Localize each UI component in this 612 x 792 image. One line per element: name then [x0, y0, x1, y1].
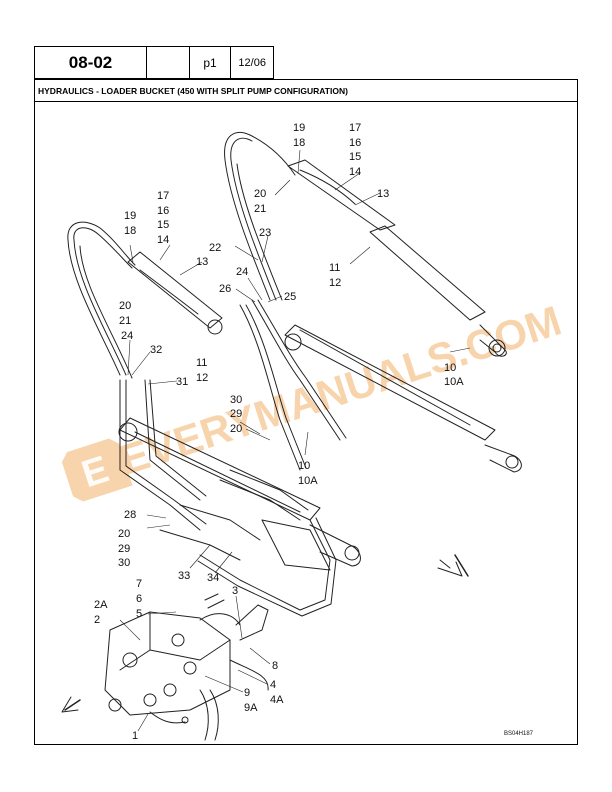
callout-label: 4 — [270, 679, 276, 691]
page-number: p1 — [190, 47, 232, 78]
callout-label: 23 — [259, 227, 271, 239]
callout-label: 21 — [254, 203, 266, 215]
callout-label: 14 — [349, 166, 361, 178]
callout-label: 22 — [209, 242, 221, 254]
callout-label: 20 — [254, 188, 266, 200]
callout-label: 32 — [150, 344, 162, 356]
callout-label: 10 — [444, 362, 456, 374]
callout-label: 10 — [298, 460, 310, 472]
callout-label: 16 — [349, 137, 361, 149]
callout-label: 15 — [349, 151, 361, 163]
section-number: 08-02 — [35, 47, 148, 78]
callout-label: 11 — [196, 357, 207, 369]
diagram-title: HYDRAULICS - LOADER BUCKET (450 WITH SPL… — [35, 80, 577, 102]
figure-reference: BS04H187 — [504, 731, 534, 737]
callout-label: 16 — [157, 205, 169, 217]
callout-labels: 19 18 17 16 15 14 13 20 21 17 16 15 14 1… — [94, 122, 464, 742]
callout-label: 15 — [157, 219, 169, 231]
callout-label: 20 — [119, 300, 131, 312]
callout-label: 9A — [244, 702, 258, 714]
callout-label: 14 — [157, 234, 169, 246]
callout-label: 2 — [94, 614, 100, 626]
callout-label: 30 — [230, 394, 242, 406]
callout-label: 19 — [124, 210, 136, 222]
watermark-text: EVERYMANUALS.COM — [114, 297, 566, 484]
callout-label: 18 — [293, 137, 305, 149]
callout-label: 5 — [136, 608, 142, 620]
callout-label: 28 — [124, 509, 136, 521]
callout-label: 30 — [118, 557, 130, 569]
callout-label: 24 — [236, 266, 248, 278]
callout-label: 9 — [244, 687, 250, 699]
callout-label: 17 — [349, 122, 361, 134]
diagram-frame: HYDRAULICS - LOADER BUCKET (450 WITH SPL… — [34, 79, 578, 745]
callout-label: 3 — [232, 585, 238, 597]
callout-label: 6 — [136, 593, 142, 605]
callout-label: 13 — [377, 188, 389, 200]
callout-label: 20 — [230, 423, 242, 435]
callout-label: 8 — [272, 660, 278, 672]
line-art — [61, 131, 522, 741]
callout-label: 12 — [329, 277, 341, 289]
callout-label: 34 — [207, 572, 219, 584]
callout-label: 24 — [121, 330, 133, 342]
callout-label: 12 — [196, 372, 208, 384]
callout-label: 2A — [94, 599, 108, 611]
callout-label: 11 — [329, 262, 340, 274]
callout-label: 7 — [136, 578, 142, 590]
callout-label: 10A — [444, 376, 464, 388]
callout-label: 17 — [157, 190, 169, 202]
callout-label: 26 — [219, 283, 231, 295]
header-table: 08-02 p1 12/06 — [34, 46, 274, 79]
callout-label: 21 — [119, 315, 131, 327]
watermark-logo: E — [61, 438, 133, 502]
callout-label: 29 — [230, 408, 242, 420]
callout-label: 31 — [176, 376, 188, 388]
callout-label: 19 — [293, 122, 305, 134]
callout-label: 18 — [124, 225, 136, 237]
callout-label: 20 — [118, 528, 130, 540]
callout-label: 33 — [178, 570, 190, 582]
revision-date: 12/06 — [238, 56, 266, 69]
callout-leaders — [119, 149, 471, 732]
blank-cell — [147, 47, 190, 78]
callout-label: 4A — [270, 694, 284, 706]
callout-label: 13 — [196, 256, 208, 268]
callout-label: 25 — [284, 291, 296, 303]
callout-label: 10A — [298, 475, 318, 487]
callout-label: 29 — [118, 543, 130, 555]
callout-label: 1 — [132, 730, 138, 742]
